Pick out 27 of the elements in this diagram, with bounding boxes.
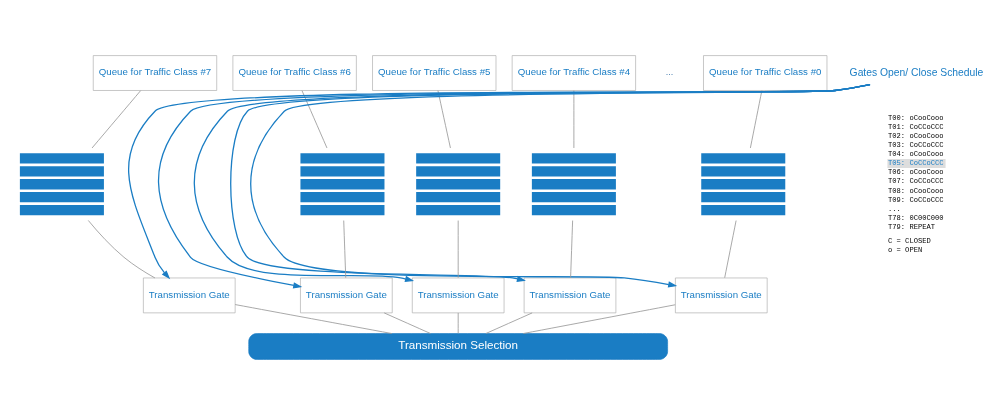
connector bbox=[749, 90, 763, 149]
connector bbox=[383, 312, 431, 334]
node-box: Queue for Traffic Class #4 bbox=[511, 55, 636, 91]
connector bbox=[437, 90, 451, 149]
connector bbox=[724, 220, 737, 279]
connector bbox=[522, 304, 676, 334]
connector bbox=[457, 220, 459, 279]
connector bbox=[457, 312, 459, 334]
node-box: Transmission Gate bbox=[523, 277, 617, 314]
connector bbox=[91, 90, 142, 149]
label: ... bbox=[665, 67, 674, 78]
node-box: Queue for Traffic Class #5 bbox=[372, 55, 497, 91]
connector bbox=[570, 220, 574, 279]
connector bbox=[343, 220, 347, 279]
node-box: Queue for Traffic Class #6 bbox=[232, 55, 357, 91]
node-box: Transmission Gate bbox=[675, 277, 768, 314]
connector bbox=[87, 220, 156, 279]
node-box: Queue for Traffic Class #0 bbox=[703, 55, 828, 91]
node-box: Transmission Gate bbox=[143, 277, 236, 314]
connector bbox=[485, 312, 533, 334]
node-text: Gates Open/ Close Schedule bbox=[849, 66, 984, 78]
node-box: Queue for Traffic Class #7 bbox=[92, 55, 218, 91]
connector bbox=[301, 90, 328, 149]
node-box: Transmission Gate bbox=[300, 277, 393, 314]
node-box: Transmission Selection bbox=[248, 333, 668, 360]
connector bbox=[234, 304, 393, 334]
node-box: Transmission Gate bbox=[411, 277, 505, 314]
